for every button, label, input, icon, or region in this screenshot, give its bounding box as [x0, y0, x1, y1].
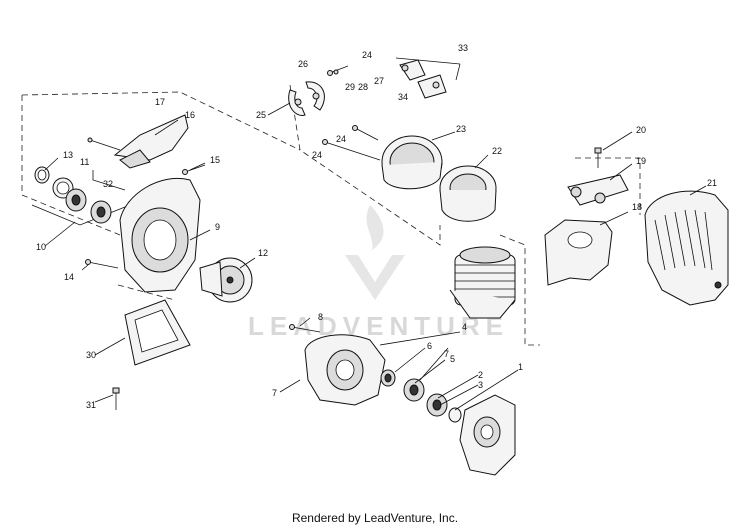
part-number-labels: 1 2 3 4 5 6 7 7 8 9 10 11 12 13 14 15 16…	[36, 43, 717, 410]
part-22-starter-pulley	[439, 165, 497, 222]
label-part-26: 26	[298, 59, 308, 69]
label-part-13: 13	[63, 150, 73, 160]
label-part-7-right: 7	[444, 349, 449, 359]
label-part-22: 22	[492, 146, 502, 156]
part-23-recoil-housing	[381, 135, 443, 190]
label-part-3: 3	[478, 380, 483, 390]
label-part-27: 27	[374, 76, 384, 86]
label-part-5: 5	[450, 354, 455, 364]
label-part-20: 20	[636, 125, 646, 135]
label-part-33: 33	[458, 43, 468, 53]
label-part-11: 11	[80, 157, 89, 167]
label-part-29: 29	[345, 82, 355, 92]
part-19-plate	[567, 174, 629, 206]
part-20-screw	[594, 147, 602, 168]
part-4-crankcase	[304, 334, 386, 406]
left-group-top-guide	[21, 91, 301, 151]
label-part-4: 4	[462, 322, 467, 332]
label-part-6: 6	[427, 341, 432, 351]
label-part-28: 28	[358, 82, 368, 92]
label-part-32: 32	[103, 179, 113, 189]
part-13-snap-ring	[34, 166, 50, 184]
part-10-bearings	[65, 188, 112, 224]
label-part-2: 2	[478, 370, 483, 380]
flame-logo-icon	[366, 205, 384, 250]
label-part-30: 30	[86, 350, 96, 360]
cylinder-assembly	[449, 246, 516, 319]
part-32-bracket-lines	[31, 170, 131, 226]
parts-24-screws	[322, 125, 381, 161]
part-33-34-bracket	[395, 57, 461, 99]
label-part-24-low: 24	[312, 150, 322, 160]
part-31-screw	[112, 387, 120, 410]
v-logo-icon	[345, 255, 405, 300]
label-part-16: 16	[185, 110, 195, 120]
upper-group-guide	[289, 84, 441, 246]
right-group-guide	[499, 234, 540, 346]
label-part-24-top: 24	[362, 50, 372, 60]
part-8-screw	[289, 324, 321, 333]
dashed-guides	[21, 84, 641, 346]
part-18-muffler-shield	[544, 219, 613, 286]
label-part-34: 34	[398, 92, 408, 102]
label-part-14: 14	[64, 272, 74, 282]
parts-2-3-bearings	[403, 378, 462, 423]
part-1-crankcase-half	[459, 394, 516, 476]
label-part-31: 31	[86, 400, 96, 410]
part-25-26-clamp	[288, 81, 325, 116]
label-part-8: 8	[318, 312, 323, 322]
cover-group-guide	[575, 157, 641, 215]
part-12-fan-wheel	[199, 257, 253, 303]
part-15-screw	[182, 164, 206, 175]
part-21-engine-cover	[644, 190, 729, 306]
footer-credit: Rendered by LeadVenture, Inc.	[292, 511, 458, 525]
part-14-screw	[85, 259, 119, 269]
label-part-19: 19	[636, 156, 646, 166]
label-part-10: 10	[36, 242, 46, 252]
label-part-17: 17	[155, 97, 165, 107]
label-part-24-mid: 24	[336, 134, 346, 144]
label-part-15: 15	[210, 155, 220, 165]
part-9-fan-housing	[119, 178, 201, 293]
label-part-23: 23	[456, 124, 466, 134]
part-16-17-shroud	[87, 114, 189, 169]
label-part-7-left: 7	[272, 388, 277, 398]
label-part-25: 25	[256, 110, 266, 120]
parts-5-6-seals	[380, 369, 396, 387]
parts-27-29-screws	[327, 65, 349, 76]
label-part-1: 1	[518, 362, 523, 372]
label-part-18: 18	[632, 202, 642, 212]
label-part-9: 9	[215, 222, 220, 232]
label-part-12: 12	[258, 248, 268, 258]
leader-lines	[44, 102, 707, 411]
part-30-handle	[124, 299, 191, 366]
label-part-21: 21	[707, 178, 717, 188]
